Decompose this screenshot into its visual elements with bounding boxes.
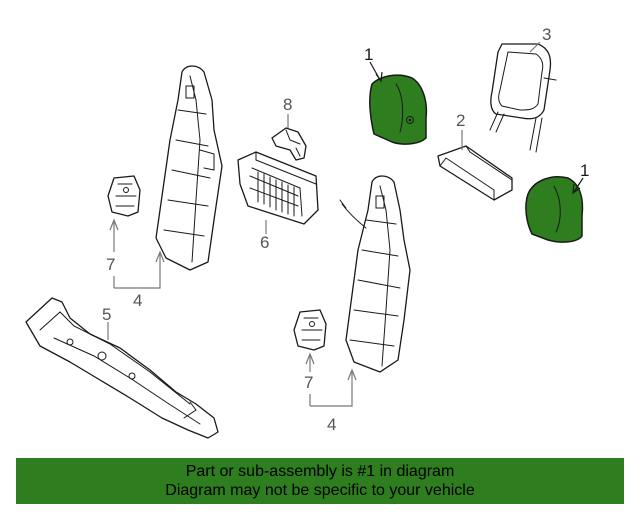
notice-banner: Part or sub-assembly is #1 in diagram Di… (16, 458, 624, 504)
part-8-clip[interactable] (271, 127, 307, 161)
leader-1-right (573, 177, 584, 193)
callout-1-upper: 1 (364, 45, 373, 64)
part-3-frame[interactable] (489, 43, 557, 153)
callout-7-left: 7 (106, 255, 115, 274)
part-6-box[interactable] (237, 151, 319, 225)
callout-3: 3 (542, 25, 551, 44)
notice-line-1: Part or sub-assembly is #1 in diagram (185, 463, 455, 480)
notice-line-2: Diagram may not be specific to your vehi… (165, 482, 475, 499)
callout-1-right: 1 (580, 161, 589, 180)
part-4-frame-left[interactable] (155, 65, 223, 271)
part-2-bracket[interactable] (437, 145, 513, 201)
callout-7-right: 7 (304, 373, 313, 392)
part-4-frame-right[interactable] (339, 175, 411, 373)
callout-5: 5 (102, 305, 111, 324)
part-7-hinge-left[interactable] (107, 175, 141, 217)
part-1-cover-right[interactable] (525, 176, 584, 243)
callout-8: 8 (283, 95, 292, 114)
callout-6: 6 (260, 233, 269, 252)
part-1-cover-upper[interactable] (369, 74, 428, 145)
part-7-hinge-right[interactable] (293, 309, 327, 351)
callout-4-left: 4 (133, 291, 142, 310)
callout-2: 2 (456, 111, 465, 130)
callout-4-right: 4 (327, 415, 336, 434)
part-5-crossmember[interactable] (25, 297, 219, 439)
parts-diagram: 1 1 3 2 8 6 (25, 25, 589, 439)
